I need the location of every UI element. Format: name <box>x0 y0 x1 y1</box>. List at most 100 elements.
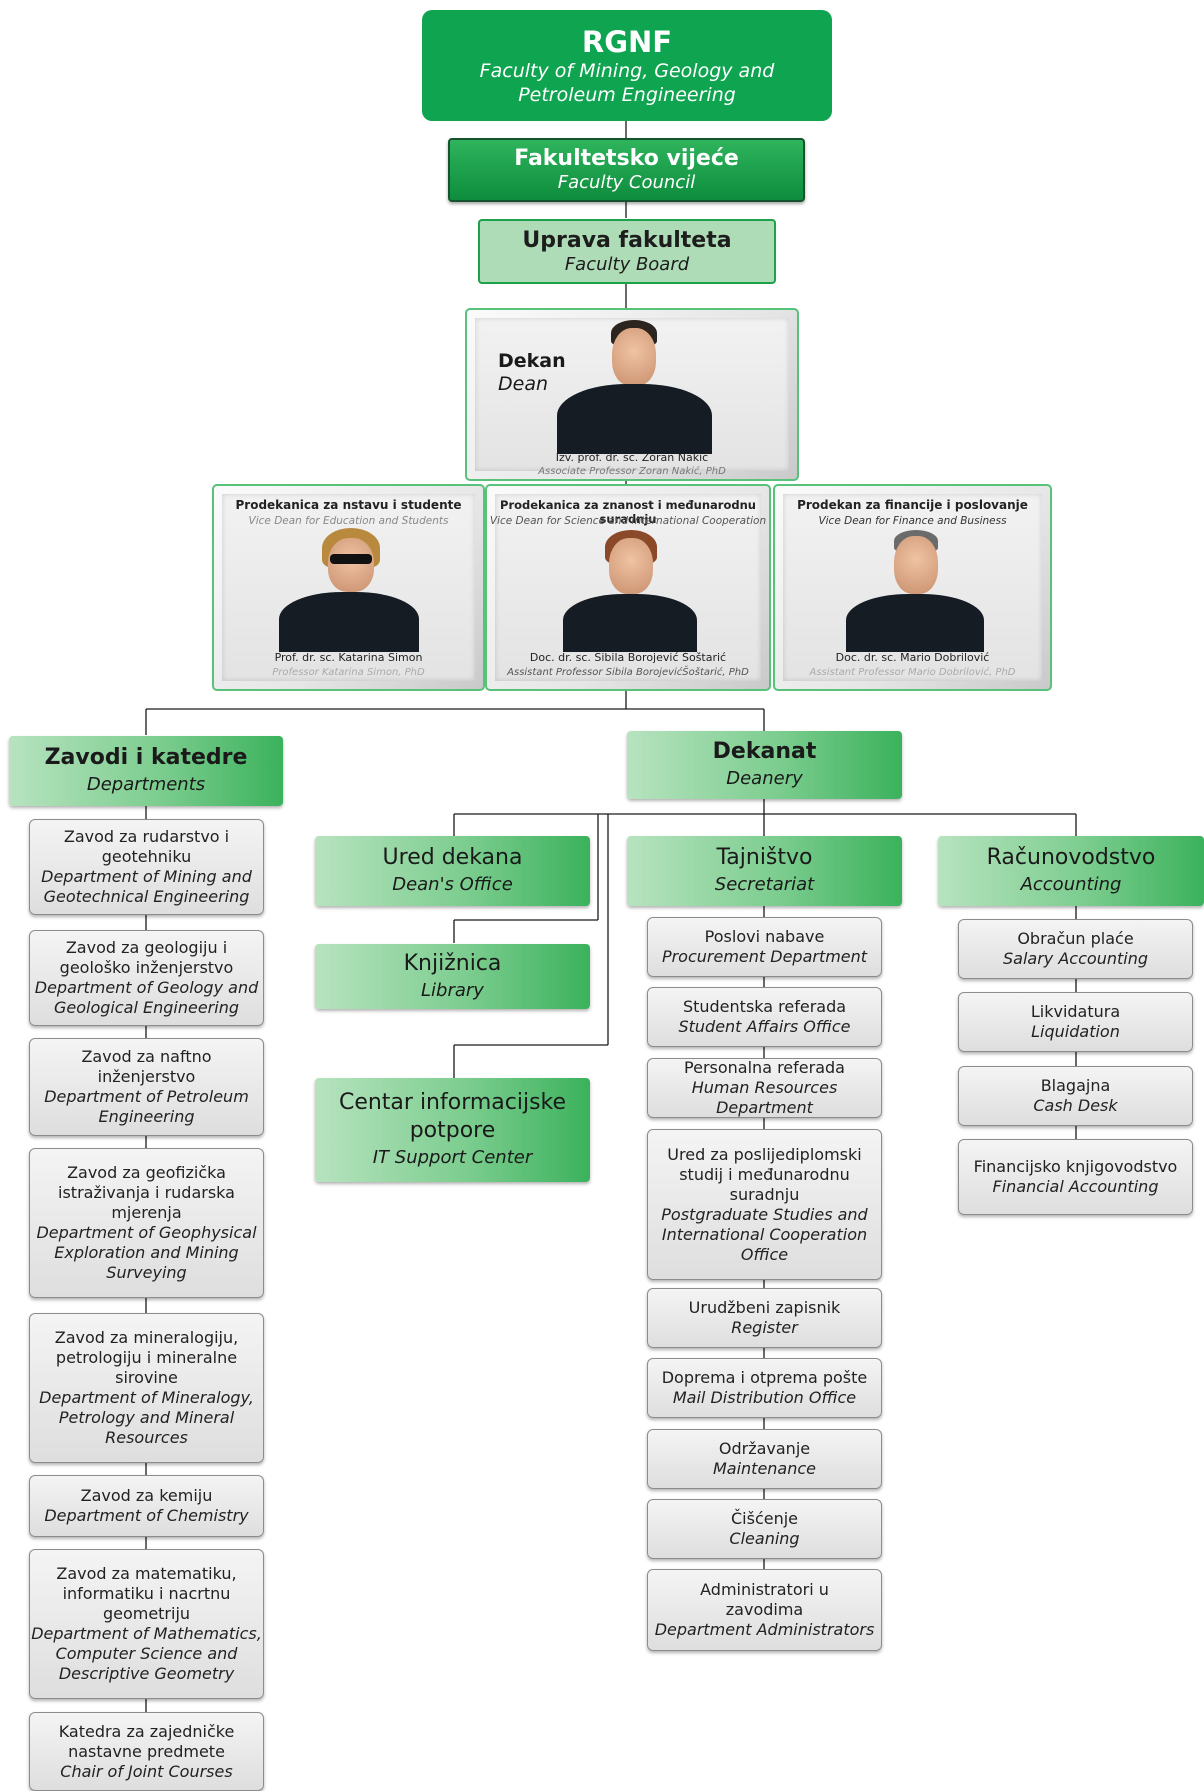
org-unit-name-en: Mail Distribution Office <box>672 1388 857 1407</box>
org-unit-name-en: Exploration and Mining <box>54 1243 239 1262</box>
faculty-board-box: Uprava fakulteta Faculty Board <box>478 219 776 284</box>
org-unit-name: suradnju <box>729 1184 800 1204</box>
org-unit-name-en: Department of Chemistry <box>44 1506 249 1525</box>
vice-dean-subtitle: Vice Dean for Science and International … <box>489 515 767 527</box>
org-unit-name: Čišćenje <box>730 1509 799 1528</box>
rgnf-subtitle: Faculty of Mining, Geology and Petroleum… <box>479 59 775 106</box>
org-unit-name: Doprema i otprema pošte <box>661 1368 868 1387</box>
library-header: Knjižnica Library <box>315 944 590 1009</box>
org-unit-name: mjerenja <box>111 1203 182 1222</box>
rgnf-title: RGNF <box>581 24 673 59</box>
vice-dean-name-en: Professor Katarina Simon, PhD <box>272 667 425 678</box>
secretariat-title: Tajništvo <box>716 845 813 870</box>
org-unit-name-en: Chair of Joint Courses <box>60 1761 233 1781</box>
org-unit-name-en: Engineering <box>98 1107 195 1126</box>
dean-subtitle: Dean <box>498 373 549 395</box>
departments-subtitle: Departments <box>86 774 206 795</box>
org-unit-name-en: Geotechnical Engineering <box>43 887 250 906</box>
org-unit-name: Administratori u <box>700 1580 829 1599</box>
org-unit-name: Likvidatura <box>1030 1002 1121 1021</box>
it-center-title-line2: potpore <box>409 1118 496 1143</box>
org-unit-name: Zavod za kemiju <box>80 1486 213 1505</box>
vice-dean-name: Doc. dr. sc. Sibila Borojević Šoštarić <box>529 651 727 664</box>
org-unit-name-en: Department of Mining and <box>41 867 252 886</box>
faculty-council-box: Fakultetsko vijeće Faculty Council <box>448 138 805 202</box>
deans-office-subtitle: Dean's Office <box>392 874 513 895</box>
dean-name-en: Associate Professor Zoran Nakić, PhD <box>538 466 726 477</box>
accounting-header: Računovodstvo Accounting <box>938 836 1204 906</box>
org-unit-name-en: International Cooperation <box>661 1224 868 1244</box>
dean-card: Dekan Dean Izv. prof. dr. sc. Zoran Naki… <box>465 308 799 481</box>
org-unit-name-en: Student Affairs Office <box>678 1017 851 1036</box>
accounting-subtitle: Accounting <box>1020 874 1122 895</box>
org-unit-name-en: Cash Desk <box>1033 1096 1118 1115</box>
council-title: Fakultetsko vijeće <box>514 146 739 171</box>
org-unit-name: sirovine <box>115 1368 178 1387</box>
board-subtitle: Faculty Board <box>564 253 690 275</box>
org-unit-name: Poslovi nabave <box>704 927 825 946</box>
org-unit-name: Zavod za mineralogiju, <box>54 1328 239 1347</box>
vice-dean-name: Prof. dr. sc. Katarina Simon <box>274 651 423 664</box>
secretariat-subtitle: Secretariat <box>714 874 815 895</box>
org-unit-name: inženjerstvo <box>97 1067 196 1086</box>
org-unit-name-en: Salary Accounting <box>1003 949 1148 968</box>
dean-name: Izv. prof. dr. sc. Zoran Nakić <box>555 451 709 464</box>
org-unit-name: Urudžbeni zapisnik <box>688 1298 841 1317</box>
org-unit-name-en: Petrology and Mineral <box>58 1408 235 1427</box>
vice-dean-name-en: Assistant Professor Sibila BorojevićŠošt… <box>507 667 749 678</box>
org-unit-box: Zavod za matematiku,informatiku i nacrtn… <box>29 1549 264 1699</box>
org-unit-name: geotehniku <box>101 847 192 866</box>
vice-dean-photo <box>840 528 990 652</box>
org-unit-name: Održavanje <box>718 1439 811 1458</box>
org-unit-name-en: Register <box>731 1318 798 1337</box>
vice-dean-title: Prodekanica za znanost i međunarodnu sur… <box>500 498 756 526</box>
org-unit-name-en: Human Resources Department <box>691 1078 838 1117</box>
vice-dean-photo <box>274 528 424 652</box>
vice-dean-card-finance: Prodekan za financije i poslovanje Vice … <box>773 484 1052 691</box>
org-unit-name-en: Liquidation <box>1031 1022 1120 1041</box>
org-unit-name: Zavod za matematiku, <box>56 1564 237 1583</box>
org-unit-name-en: Department of Geophysical <box>36 1223 257 1242</box>
vice-dean-subtitle: Vice Dean for Education and Students <box>248 515 449 527</box>
org-unit-name-en: Department of Mathematics, <box>31 1624 262 1643</box>
org-unit-name-en: Financial Accounting <box>992 1177 1159 1196</box>
deanery-header: Dekanat Deanery <box>627 731 902 799</box>
vice-dean-photo <box>555 528 705 652</box>
org-unit-name: Katedra za zajedničke <box>58 1721 235 1741</box>
org-unit-name-en: Computer Science and <box>55 1644 238 1663</box>
org-unit-name-en: Department of Mineralogy, <box>39 1388 254 1407</box>
org-unit-name: geometriju <box>102 1604 191 1623</box>
vice-dean-title: Prodekanica za nstavu i studente <box>235 498 462 512</box>
org-unit-name: Zavod za geologiju i <box>65 938 228 957</box>
org-unit-name: petrologiju i mineralne <box>55 1348 238 1367</box>
org-unit-name-en: Cleaning <box>729 1529 800 1548</box>
org-unit-name: istraživanja i rudarska <box>58 1183 235 1202</box>
vice-dean-name: Doc. dr. sc. Mario Dobrilović <box>835 651 990 664</box>
it-center-title-line1: Centar informacijske <box>338 1090 567 1115</box>
it-center-header: Centar informacijske potpore IT Support … <box>315 1078 590 1182</box>
org-unit-name: Zavod za naftno <box>81 1047 212 1066</box>
dean-title: Dekan <box>498 350 566 372</box>
board-title: Uprava fakulteta <box>522 227 732 253</box>
vice-dean-card-education: Prodekanica za nstavu i studente Vice De… <box>212 484 485 691</box>
deans-office-title: Ured dekana <box>382 845 523 870</box>
it-center-subtitle: IT Support Center <box>372 1147 533 1168</box>
secretariat-header: Tajništvo Secretariat <box>627 836 902 906</box>
org-unit-name-en: Geological Engineering <box>54 998 239 1017</box>
deans-office-header: Ured dekana Dean's Office <box>315 836 590 906</box>
org-unit-name: studij i međunarodnu <box>679 1164 850 1184</box>
